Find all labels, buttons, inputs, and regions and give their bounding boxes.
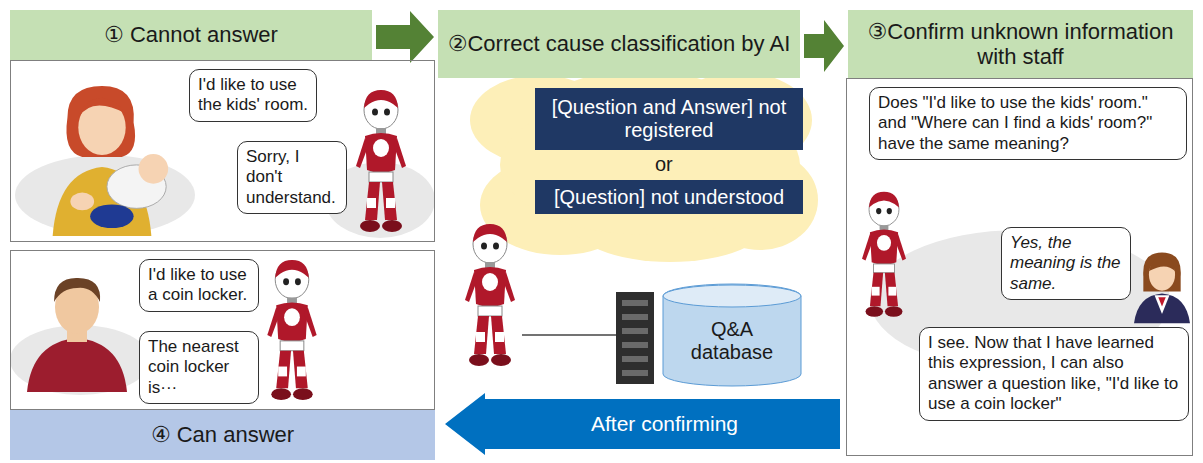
node-text: ① Cannot answer (104, 22, 278, 47)
node-text: Yes, the meaning is the same. (1010, 233, 1122, 294)
node-text: ③Confirm unknown information with staff (856, 19, 1185, 70)
node-text: I'd like to use a coin locker. (148, 265, 250, 306)
speech-bubble: Does "I'd like to use the kids' room." a… (869, 87, 1187, 160)
speech-bubble: The nearest coin locker is··· (139, 331, 259, 404)
thought-cloud-area: [Question and Answer] not registered [Que… (455, 80, 815, 260)
step-footer: ④ Can answer (10, 410, 435, 460)
server-rack (616, 292, 654, 384)
node-text: ②Correct cause classification by AI (448, 31, 791, 56)
node-text: Q&A database (668, 318, 796, 364)
scene-panel: I'd like to use the kids' room. Sorry, I … (10, 60, 435, 242)
speech-bubble: I'd like to use a coin locker. (139, 259, 259, 312)
node-text: The nearest coin locker is··· (148, 337, 250, 398)
flow-arrow (804, 20, 844, 72)
block-arrow: After confirming (445, 393, 840, 455)
speech-bubble: I'd like to use the kids' room. (189, 69, 317, 122)
node-text: Does "I'd like to use the kids' room." a… (878, 93, 1178, 154)
network-line (522, 334, 616, 336)
cause-box: [Question and Answer] not registered (535, 88, 803, 150)
node-text: I'd like to use the kids' room. (198, 75, 308, 116)
database-cylinder: Q&A database (662, 284, 802, 386)
staff-figure (1134, 252, 1190, 323)
node-text: After confirming (591, 412, 738, 436)
step-header: ③Confirm unknown information with staff (848, 10, 1193, 78)
cylinder-body (663, 284, 801, 386)
mother-figure (15, 86, 195, 236)
node-text: I see. Now that I have learned this expr… (928, 333, 1180, 415)
node-text: Sorry, I don't understand. (246, 147, 338, 208)
flow-arrow (376, 11, 434, 63)
speech-bubble: Sorry, I don't understand. (237, 141, 347, 214)
node-text: [Question and Answer] not registered (541, 96, 797, 142)
scene-panel: Does "I'd like to use the kids' room." a… (846, 78, 1193, 456)
robot-figure (465, 224, 515, 366)
speech-bubble: Yes, the meaning is the same. (1001, 227, 1131, 300)
thought-cloud (470, 70, 818, 262)
node-text: [Question] not understood (554, 186, 784, 209)
step-header: ②Correct cause classification by AI (438, 10, 800, 78)
cause-box: [Question] not understood (535, 180, 803, 214)
speech-bubble: I see. Now that I have learned this expr… (919, 327, 1189, 421)
man-figure (10, 278, 150, 395)
node-text: ④ Can answer (151, 422, 294, 448)
robot-figure (267, 260, 316, 400)
step-header: ① Cannot answer (10, 10, 372, 60)
scene-panel: I'd like to use a coin locker. The neares… (10, 250, 435, 410)
cylinder-top (663, 285, 801, 307)
connector-word: or (655, 153, 673, 176)
arrow-shape (445, 393, 840, 455)
